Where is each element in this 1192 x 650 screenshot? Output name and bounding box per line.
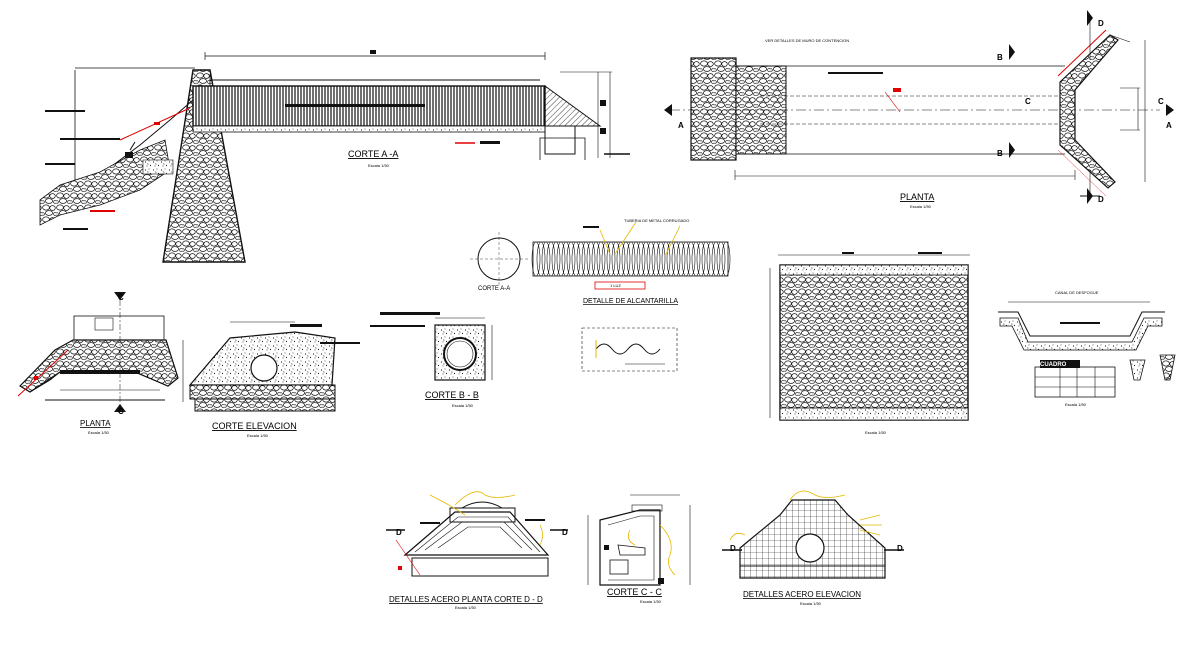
pipe-rib [566,241,576,277]
canal-section-drawing [998,301,1165,351]
note-luz: 1 LUZ [610,283,621,288]
detalles-acero-planta-drawing [386,491,568,577]
pipe-rib [626,241,636,277]
pipe-rib [576,241,586,277]
note-canal: CANAL DE DESFOGUE [1055,290,1099,295]
planta-top-title: PLANTA [900,192,934,202]
pipe-rib [541,241,551,277]
note-tuberia: TUBERIA DE METAL CORRUGADO [624,218,689,223]
corte-aa-drawing [39,50,630,263]
pipe-rib [631,241,641,277]
pipe-rib [686,241,696,277]
pipe-rib [671,241,681,277]
pipe-rib [536,241,546,277]
corte-a-pipe-title: CORTE A-A [478,286,510,292]
detalles-acero-planta-scale: Escala 1/50 [455,605,477,610]
detalles-acero-elevacion-scale: Escala 1/50 [800,601,822,606]
pipe-rib [586,241,596,277]
section-mark-b-top: B [997,53,1003,62]
pipe-rib [721,241,731,277]
corte-cc-title: CORTE C - C [607,587,662,597]
pipe-rib [641,241,651,277]
planta-top-scale: Escala 1/50 [910,204,932,209]
corte-aa-scale: Escala 1/50 [368,163,390,168]
note-ver-detalles: VER DETALLES DE MURO DE CONTENCION [765,38,849,43]
detalle-alcantarilla-title: DETALLE DE ALCANTARILLA [583,298,678,305]
corrugation-profile-drawing [581,327,678,372]
stone-panel-scale: Escala 1/50 [865,430,887,435]
pipe-rib [701,241,711,277]
planta-left-title: PLANTA [80,419,111,428]
detalles-acero-elevacion-drawing [722,490,904,579]
pipe-rib [661,241,671,277]
pipe-rib [591,241,601,277]
corte-bb-drawing [370,312,493,381]
pipe-rib [706,241,716,277]
section-mark-a-right: A [1166,121,1172,130]
pipe-rib [556,241,566,277]
corte-cc-scale: Escala 1/50 [640,599,662,604]
pipe-rib [666,241,676,277]
planta-left-scale: Escala 1/50 [88,430,110,435]
pipe-rib [691,241,701,277]
detalles-acero-planta-title: DETALLES ACERO PLANTA CORTE D - D [389,595,543,604]
pipe-rib [711,241,721,277]
pipe-rib [676,241,686,277]
pipe-rib [561,241,571,277]
detalles-acero-elevacion-title: DETALLES ACERO ELEVACION [743,590,861,599]
pipe-rib [551,241,561,277]
corrugated-pipe-drawing [531,221,731,290]
pipe-rib [716,241,726,277]
section-mark-c-left: C [1025,97,1031,106]
corte-elevacion-title: CORTE ELEVACION [212,421,297,431]
section-mark-a-left: A [678,121,684,130]
pipe-rib [696,241,706,277]
pipe-rib [571,241,581,277]
pipe-rib [531,241,541,277]
section-mark-d-elev-right: D [897,544,903,553]
pipe-rib [636,241,646,277]
small-wedge-detail [1129,354,1176,381]
section-mark-d-left: D [396,528,402,537]
pipe-rib [611,241,621,277]
pipe-rib [581,241,591,277]
section-mark-b-bottom: B [997,149,1003,158]
cuadro-scale: Escala 1/50 [1065,402,1087,407]
corte-elevacion-drawing [182,321,360,412]
planta-top-drawing [664,10,1174,204]
pipe-rib [546,241,556,277]
section-mark-d-bottom: D [1098,195,1104,204]
pipe-rib [596,241,606,277]
corte-bb-scale: Escala 1/50 [452,403,474,408]
pipe-rib [651,241,661,277]
pipe-rib [681,241,691,277]
pipe-rib [606,241,616,277]
corte-elevacion-scale: Escala 1/50 [247,433,269,438]
stone-panel-drawing [769,252,970,421]
pipe-rib [621,241,631,277]
corte-aa-title: CORTE A -A [348,149,398,159]
pipe-rib [616,241,626,277]
pipe-rib [646,241,656,277]
section-mark-d-elev-left: D [730,544,736,553]
section-mark-d-right: D [562,528,568,537]
corte-bb-title: CORTE B - B [425,390,479,400]
planta-left-drawing [17,292,179,412]
section-mark-c-planta-top: C [118,293,124,302]
pipe-rib [656,241,666,277]
section-mark-c-planta-bottom: C [118,407,124,416]
pipe-section-drawing [470,232,528,286]
section-mark-c-right: C [1158,97,1164,106]
cuadro-title: CUADRO [1040,362,1067,368]
pipe-rib [601,241,611,277]
cuadro-table [1034,360,1116,398]
corte-cc-drawing [587,494,691,586]
section-mark-d-top: D [1098,19,1104,28]
